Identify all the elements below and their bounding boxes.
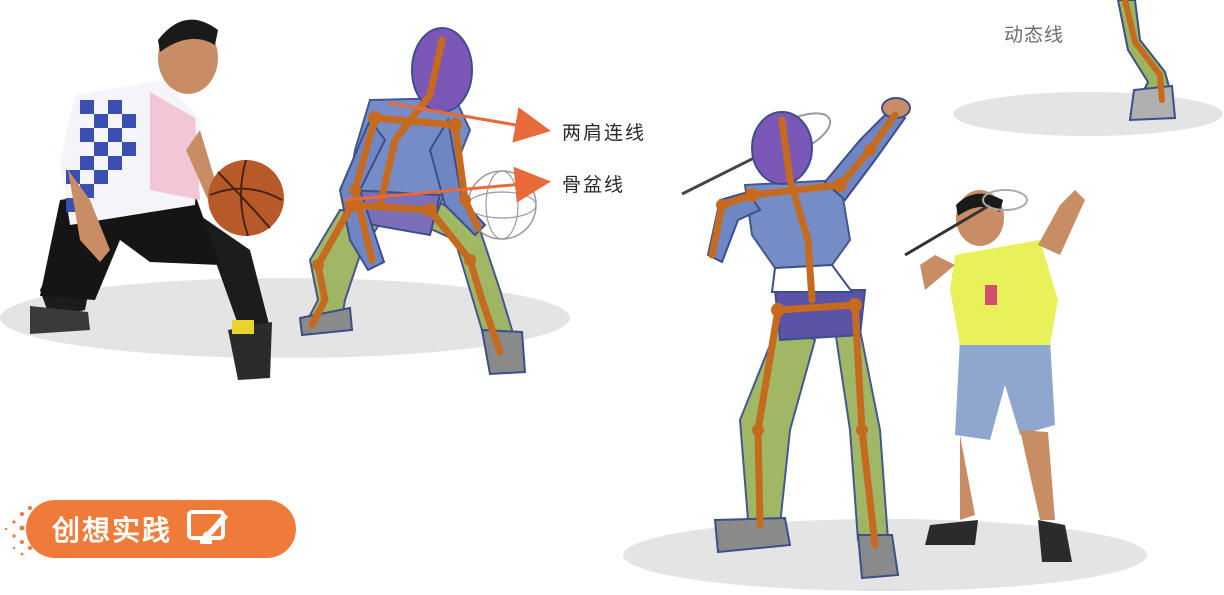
top-right-pose-sketch xyxy=(1116,0,1177,122)
boy-dribbling-figure xyxy=(30,19,284,380)
shoulder-line-label: 两肩连线 xyxy=(562,122,647,144)
section-badge-title: 创想实践 xyxy=(52,514,173,547)
ground-shadow-left xyxy=(0,278,570,358)
pelvis-line-label: 骨盆线 xyxy=(562,174,626,196)
ground-shadow-top-right xyxy=(953,92,1223,136)
paint-screen-icon xyxy=(187,510,229,544)
section-badge: 创想实践 xyxy=(26,500,296,558)
motion-line-label: 动态线 xyxy=(1004,24,1065,46)
badminton-pose-sketch xyxy=(681,97,911,580)
shoulder-line-arrow xyxy=(387,101,551,143)
pelvis-line-arrow xyxy=(344,166,551,203)
boy-badminton-figure xyxy=(904,189,1085,562)
